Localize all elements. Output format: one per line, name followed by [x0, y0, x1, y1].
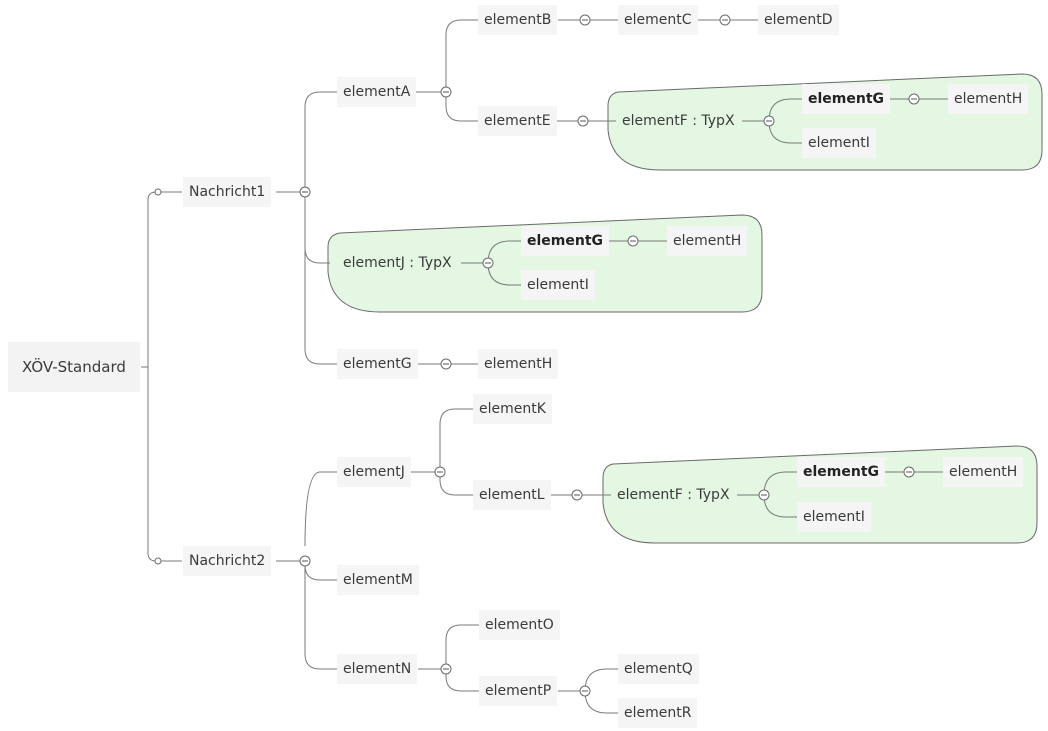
collapse-toggle-elementG-4[interactable] [903, 466, 915, 478]
node-elementI-3[interactable]: elementI [797, 502, 871, 532]
collapse-toggle-elementN[interactable] [440, 663, 452, 675]
node-elementP[interactable]: elementP [479, 676, 558, 706]
node-elementF-typx-2[interactable]: elementF : TypX [611, 480, 736, 510]
node-elementH-4[interactable]: elementH [943, 457, 1024, 487]
node-elementH-1[interactable]: elementH [948, 84, 1029, 114]
collapse-toggle-nachricht2[interactable] [299, 555, 311, 567]
node-elementA[interactable]: elementA [337, 77, 417, 107]
node-nachricht2[interactable]: Nachricht2 [183, 546, 272, 576]
node-elementG-3[interactable]: elementG [337, 349, 418, 379]
node-elementI-2[interactable]: elementI [521, 270, 595, 300]
root-node[interactable]: XÖV-Standard [8, 342, 140, 392]
collapse-toggle-elementP[interactable] [579, 685, 591, 697]
node-elementR[interactable]: elementR [618, 698, 698, 728]
node-elementF-typx-1[interactable]: elementF : TypX [616, 106, 741, 136]
node-elementG-2[interactable]: elementG [521, 226, 610, 256]
node-elementK[interactable]: elementK [473, 394, 552, 424]
collapse-toggle-elementG-3[interactable] [440, 358, 452, 370]
collapse-toggle-elementL[interactable] [571, 489, 583, 501]
collapse-toggle-elementG-2[interactable] [627, 235, 639, 247]
highlight-region-1 [607, 73, 1043, 171]
collapse-toggle-elementE[interactable] [577, 115, 589, 127]
collapse-toggle-nachricht1[interactable] [299, 186, 311, 198]
node-elementN[interactable]: elementN [337, 654, 418, 684]
node-elementI-1[interactable]: elementI [802, 128, 876, 158]
node-elementH-2[interactable]: elementH [667, 226, 748, 256]
branch-dot-nachricht1 [154, 188, 162, 196]
highlight-region-3 [602, 445, 1038, 544]
node-elementG-1[interactable]: elementG [802, 84, 891, 114]
collapse-toggle-elementF-2[interactable] [758, 489, 770, 501]
node-elementG-4[interactable]: elementG [797, 457, 886, 487]
node-nachricht1[interactable]: Nachricht1 [183, 177, 272, 207]
node-elementL[interactable]: elementL [473, 480, 551, 510]
collapse-toggle-elementA[interactable] [440, 86, 452, 98]
node-elementH-3[interactable]: elementH [478, 349, 559, 379]
collapse-toggle-elementC[interactable] [719, 14, 731, 26]
node-elementQ[interactable]: elementQ [618, 654, 699, 684]
node-elementO[interactable]: elementO [479, 610, 560, 640]
node-elementB[interactable]: elementB [478, 5, 558, 35]
node-elementJ-typx[interactable]: elementJ : TypX [337, 248, 458, 278]
collapse-toggle-elementJ-typx[interactable] [482, 257, 494, 269]
node-elementJ-n2[interactable]: elementJ [337, 457, 411, 487]
collapse-toggle-elementB[interactable] [579, 14, 591, 26]
collapse-toggle-elementF-1[interactable] [763, 115, 775, 127]
highlight-region-2 [327, 214, 763, 313]
collapse-toggle-elementG-1[interactable] [908, 93, 920, 105]
node-elementC[interactable]: elementC [618, 5, 698, 35]
collapse-toggle-elementJ-n2[interactable] [434, 466, 446, 478]
node-elementD[interactable]: elementD [758, 5, 839, 35]
node-elementE[interactable]: elementE [478, 106, 557, 136]
branch-dot-nachricht2 [154, 557, 162, 565]
node-elementM[interactable]: elementM [337, 565, 419, 595]
